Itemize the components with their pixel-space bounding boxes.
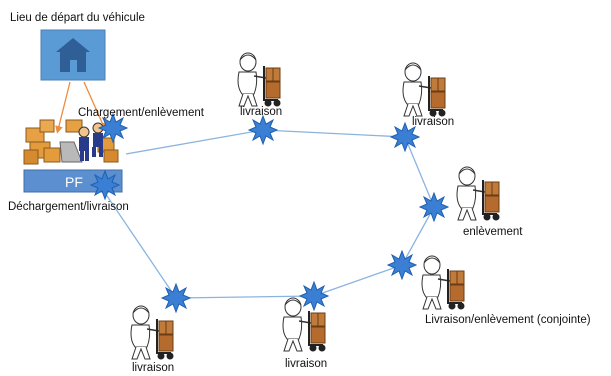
starburst-icon [419, 192, 449, 222]
stop-stars [90, 113, 449, 313]
delivery-person-icon [456, 166, 501, 222]
stop-label: Livraison/enlèvement (conjointe) [425, 314, 591, 326]
delivery-person-icon [402, 62, 447, 118]
route-segment [401, 206, 435, 266]
route-lines [104, 129, 435, 299]
starburst-icon [387, 250, 417, 280]
delivery-person-icon [421, 255, 466, 311]
unloading-label: Déchargement/livraison [8, 201, 129, 213]
route-segment [175, 295, 315, 299]
route-segment [404, 136, 435, 208]
delivery-person-icon [130, 305, 175, 361]
route-segment [262, 129, 406, 138]
stop-label: livraison [285, 358, 328, 370]
stop-label: enlèvement [463, 226, 523, 238]
route-segment [104, 192, 177, 299]
stop-label: livraison [412, 116, 455, 128]
house-icon [56, 38, 90, 72]
warehouse-workers-icon [23, 119, 119, 165]
stop-label: livraison [240, 106, 283, 118]
route-segment [125, 129, 264, 155]
starburst-icon [248, 115, 278, 145]
starburst-icon [161, 283, 191, 313]
loading-label: Chargement/enlèvement [78, 107, 204, 119]
depot-label: Lieu de départ du véhicule [10, 12, 145, 24]
route-segment [313, 264, 403, 297]
starburst-icon [299, 281, 329, 311]
pf-label: PF [65, 174, 83, 190]
depot-arrows [55, 81, 106, 134]
delivery-person-icon [237, 52, 282, 108]
stop-label: livraison [132, 362, 175, 374]
